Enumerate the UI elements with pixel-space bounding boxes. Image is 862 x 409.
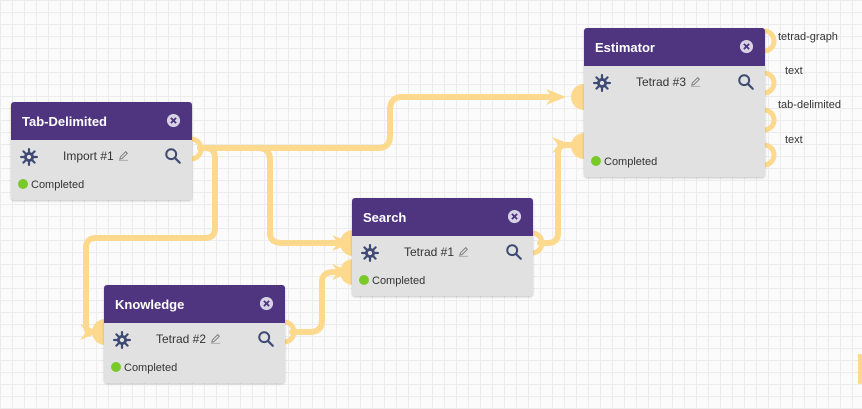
pencil-icon[interactable] [118,150,129,161]
input-port [571,133,584,159]
status-text: Completed [372,275,426,287]
gear-icon[interactable] [592,73,612,93]
wire-knowledge-to-search [289,269,341,335]
node-title: Estimator [595,40,655,55]
pencil-icon[interactable] [210,333,221,344]
node-title: Tab-Delimited [22,114,107,129]
search-icon[interactable] [505,243,523,261]
input-port [571,84,584,110]
output-port [283,319,297,345]
node-instance-label: Tetrad #2 [156,332,221,346]
node-title: Knowledge [115,297,185,312]
node-header[interactable]: Search [352,198,533,236]
status-dot-icon [359,275,369,285]
status-dot-icon [18,179,28,189]
search-icon[interactable] [737,73,755,91]
close-icon[interactable] [166,113,181,128]
node-knowledge[interactable]: Knowledge Tetrad #2 Completed [104,285,285,383]
input-port [340,259,353,285]
status-text: Completed [604,156,658,168]
node-title: Search [363,210,407,225]
output-port-label-text[interactable]: text [785,134,803,146]
instance-name: Import #1 [63,149,114,163]
search-icon[interactable] [257,330,275,348]
close-icon[interactable] [739,39,754,54]
wire-import-to-search [197,145,341,246]
instance-name: Tetrad #3 [636,75,687,89]
input-port [92,319,105,345]
node-search[interactable]: Search Tetrad #1 Completed [352,198,533,296]
status-indicator: Completed [111,362,177,374]
close-icon[interactable] [507,209,522,224]
instance-name: Tetrad #1 [404,245,455,259]
output-port [763,107,777,133]
arrowhead [546,89,566,105]
status-dot-icon [111,362,121,372]
node-estimator[interactable]: Estimator Tetrad #3 Completed [584,28,765,177]
node-instance-label: Import #1 [63,149,129,163]
node-header[interactable]: Tab-Delimited [11,102,192,140]
node-instance-label: Tetrad #1 [404,245,469,259]
output-port [763,70,777,96]
node-instance-label: Tetrad #3 [636,75,701,89]
wire-search-to-estimator [537,142,575,246]
arrowhead [80,324,100,340]
gear-icon[interactable] [112,330,132,350]
status-dot-icon [591,156,601,166]
status-text: Completed [124,362,178,374]
output-port [531,230,545,256]
pencil-icon[interactable] [690,76,701,87]
node-header[interactable]: Knowledge [104,285,285,323]
status-indicator: Completed [359,275,425,287]
arrowhead [552,137,572,153]
output-port-label-text[interactable]: text [785,65,803,77]
node-tab-delimited[interactable]: Tab-Delimited Import #1 Completed [11,102,192,200]
status-indicator: Completed [591,156,657,168]
status-indicator: Completed [18,179,84,191]
gear-icon[interactable] [360,243,380,263]
wire-import-to-knowledge [83,145,218,335]
search-icon[interactable] [164,147,182,165]
output-port [763,142,777,168]
status-text: Completed [31,179,85,191]
output-port-label-tab-delimited[interactable]: tab-delimited [778,99,841,111]
output-port [190,136,204,162]
wire-import-to-estimator [197,94,555,151]
input-port [340,230,353,256]
instance-name: Tetrad #2 [156,332,207,346]
scroll-handle[interactable] [858,354,862,384]
gear-icon[interactable] [19,147,39,167]
node-header[interactable]: Estimator [584,28,765,66]
output-port [763,28,777,54]
close-icon[interactable] [259,296,274,311]
pencil-icon[interactable] [458,246,469,257]
output-port-label-tetrad-graph[interactable]: tetrad-graph [778,31,838,43]
